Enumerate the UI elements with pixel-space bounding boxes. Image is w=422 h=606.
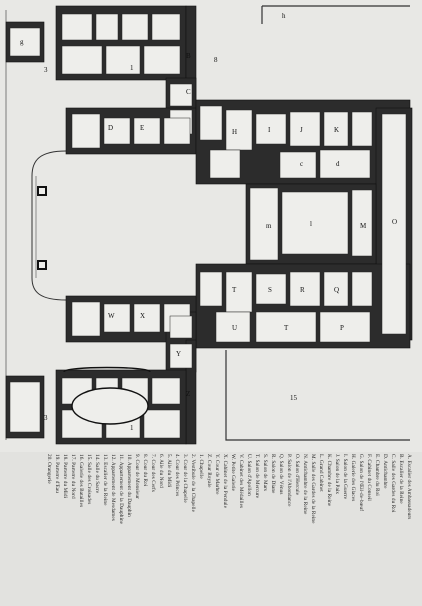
legend-column: W. Petite Galerie — [229, 452, 238, 606]
legend-column: 11. Appartement de la Dauphine — [117, 452, 126, 606]
legend-column: G. Salon de l'Œil-de-bœuf — [357, 452, 366, 606]
legend-column: 18. Parterre du Midi — [61, 452, 70, 606]
legend-column: C. Salle des Gardes du Roi — [389, 452, 398, 606]
legend-column: 2. Vestibule de la Chapelle — [189, 452, 198, 606]
svg-text:O: O — [392, 218, 397, 226]
legend-column: N. Antichambre de la Reine — [301, 452, 310, 606]
svg-text:T: T — [284, 324, 289, 332]
plan-legend: A. Escalier des Ambassadeurs B. Escalier… — [0, 452, 422, 606]
legend-column: 14. Salle du Sacre — [93, 452, 102, 606]
svg-text:T: T — [232, 286, 237, 294]
svg-text:D: D — [108, 124, 113, 132]
legend-column: 13. Escalier de la Reine — [101, 452, 110, 606]
legend-column: 4. Cour des Princes — [173, 452, 182, 606]
svg-text:U: U — [232, 324, 237, 332]
palace-floor-plan: C B H I J K c d Ol m M T S R Q U T P Y Z D E W X g h… — [5, 5, 413, 445]
svg-text:S: S — [268, 286, 272, 294]
legend-column: 1. Chapelle — [197, 452, 206, 606]
svg-text:H: H — [232, 128, 237, 136]
svg-text:E: E — [140, 124, 144, 132]
legend-column: 6. Aile du Nord — [157, 452, 166, 606]
legend-column: 16. Galerie des Batailles — [77, 452, 86, 606]
svg-text:Y: Y — [176, 350, 181, 358]
svg-text:C: C — [186, 88, 191, 96]
legend-item: 20. Orangerie — [46, 454, 52, 484]
svg-text:R: R — [300, 286, 305, 294]
svg-text:Q: Q — [334, 286, 339, 294]
svg-text:J: J — [300, 126, 303, 134]
legend-column: 7. Cour des Cerfs — [149, 452, 158, 606]
svg-text:8: 8 — [214, 56, 218, 64]
legend-column: E. Chambre du Roi — [373, 452, 382, 606]
legend-column: 9. Cour de Monsieur — [133, 452, 142, 606]
svg-text:Z: Z — [186, 390, 190, 398]
svg-text:d: d — [336, 160, 340, 168]
svg-text:I: I — [268, 126, 271, 134]
legend-column: B. Escalier de la Reine — [397, 452, 406, 606]
legend-column: S. Salon de Mars — [261, 452, 270, 606]
legend-column: T. Salon de Mercure — [253, 452, 262, 606]
svg-text:W: W — [108, 312, 115, 320]
legend-column: 12. Appartement de Mesdames — [109, 452, 118, 606]
legend-column: P. Salon de l'Abondance — [285, 452, 294, 606]
legend-column: I. Salon de la Guerre — [341, 452, 350, 606]
legend-column: R. Salon de Diane — [269, 452, 278, 606]
legend-column: J. Salon de la Paix — [333, 452, 342, 606]
legend-column: L. Grand Cabinet — [317, 452, 326, 606]
legend-column: 10. Appartement du Dauphin — [125, 452, 134, 606]
svg-text:X: X — [140, 312, 145, 320]
legend-column: M. Salle des Gardes de la Reine — [309, 452, 318, 606]
legend-column: V. Cabinet des Médailles — [237, 452, 246, 606]
legend-column: O. Salon d'Hercule — [293, 452, 302, 606]
legend-column: 8. Cour du Roi — [141, 452, 150, 606]
legend-column: A. Escalier des Ambassadeurs — [405, 452, 414, 606]
legend-column: Y. Cour de Marbre — [213, 452, 222, 606]
svg-text:l: l — [310, 220, 312, 228]
legend-column: 20. Orangerie — [45, 452, 54, 606]
svg-text:1: 1 — [130, 424, 134, 432]
svg-text:M: M — [360, 222, 367, 230]
svg-text:g: g — [20, 38, 24, 46]
legend-column: 5. Aile du Midi — [165, 452, 174, 606]
svg-text:P: P — [340, 324, 344, 332]
legend-column: Q. Salon de Vénus — [277, 452, 286, 606]
legend-column: 3. Cour de la Chapelle — [181, 452, 190, 606]
svg-text:3: 3 — [44, 414, 48, 422]
svg-text:15: 15 — [290, 394, 298, 402]
legend-column: U. Salon d'Apollon — [245, 452, 254, 606]
legend-column: K. Chambre de la Reine — [325, 452, 334, 606]
svg-text:K: K — [334, 126, 339, 134]
legend-column: X. Cabinet de la Pendule — [221, 452, 230, 606]
svg-text:1: 1 — [130, 64, 134, 72]
svg-text:h: h — [282, 12, 286, 20]
legend-column: D. Antichambre — [381, 452, 390, 606]
legend-column: H. Galerie des Glaces — [349, 452, 358, 606]
svg-text:m: m — [266, 222, 272, 230]
svg-text:3: 3 — [44, 66, 48, 74]
legend-column: 15. Salle des Croisades — [85, 452, 94, 606]
legend-column: 19. Parterre d'Eau — [53, 452, 62, 606]
legend-column: Z. Cour Royale — [205, 452, 214, 606]
legend-column: 17. Parterre du Nord — [69, 452, 78, 606]
svg-text:B: B — [186, 52, 191, 60]
svg-text:c: c — [300, 160, 303, 168]
legend-column: F. Cabinet du Conseil — [365, 452, 374, 606]
